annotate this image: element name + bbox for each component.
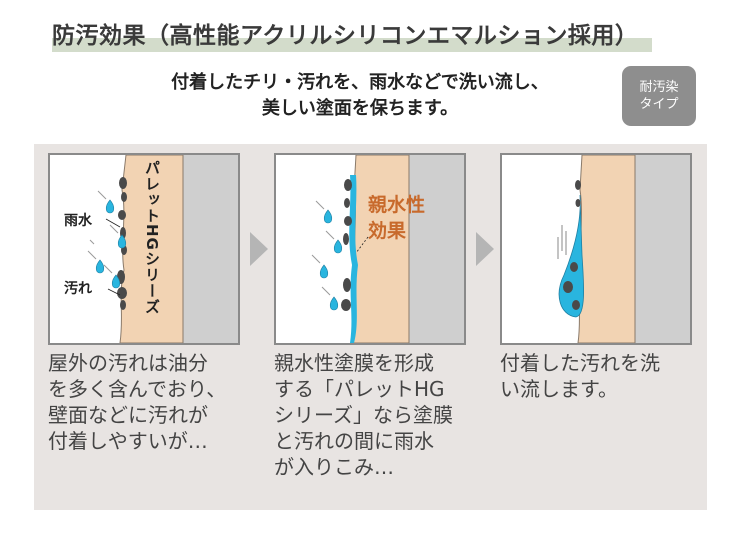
caption-line: が入りこみ… bbox=[274, 455, 394, 479]
caption-line: を多く含んでおり、 bbox=[48, 377, 227, 401]
caption-line: する「パレットHG bbox=[274, 377, 445, 401]
caption-line: と汚れの間に雨水 bbox=[274, 429, 434, 453]
badge-line-1: 耐汚染 bbox=[639, 80, 679, 95]
lead-text: 付着したチリ・汚れを、雨水などで洗い流し、 美しい塗面を保ちます。 bbox=[120, 70, 600, 122]
caption-line: シリーズ」なら塗膜 bbox=[274, 403, 453, 427]
badge-line-2: タイプ bbox=[639, 97, 679, 112]
arrow-right-icon bbox=[250, 232, 268, 266]
rain-label: 雨水 bbox=[64, 213, 92, 229]
step-1-caption: 屋外の汚れは油分 を多く含んでおり、 壁面などに汚れが 付着しやすいが… bbox=[48, 350, 253, 454]
caption-line: 付着した汚れを洗 bbox=[500, 351, 660, 375]
type-badge: 耐汚染 タイプ bbox=[622, 66, 696, 126]
title-bar: 防汚効果（高性能アクリルシリコンエマルション採用） bbox=[52, 16, 652, 52]
lead-line-1: 付着したチリ・汚れを、雨水などで洗い流し、 bbox=[171, 72, 549, 93]
effect-label-line-2: 効果 bbox=[368, 220, 407, 242]
hydrophilic-effect-label: 親水性 効果 bbox=[368, 192, 425, 244]
step-2-caption: 親水性塗膜を形成 する「パレットHG シリーズ」なら塗膜 と汚れの間に雨水 が入… bbox=[274, 350, 479, 480]
step-2-illustration bbox=[274, 153, 466, 345]
step-1-illustration bbox=[48, 153, 240, 345]
effect-label-line-1: 親水性 bbox=[368, 194, 426, 216]
arrow-right-icon bbox=[476, 232, 494, 266]
dirt-label: 汚れ bbox=[64, 281, 92, 297]
step-3-caption: 付着した汚れを洗 い流します。 bbox=[500, 350, 705, 402]
caption-line: 親水性塗膜を形成 bbox=[274, 351, 434, 375]
caption-line: 付着しやすいが… bbox=[48, 429, 208, 453]
product-vertical-label: パレットHGシリーズ bbox=[143, 160, 161, 315]
caption-line: 屋外の汚れは油分 bbox=[48, 351, 208, 375]
page-title: 防汚効果（高性能アクリルシリコンエマルション採用） bbox=[52, 23, 639, 49]
title-highlight bbox=[52, 38, 652, 52]
step-3-illustration bbox=[500, 153, 692, 345]
lead-line-2: 美しい塗面を保ちます。 bbox=[261, 98, 459, 119]
caption-line: 壁面などに汚れが bbox=[48, 403, 208, 427]
caption-line: い流します。 bbox=[500, 377, 618, 401]
